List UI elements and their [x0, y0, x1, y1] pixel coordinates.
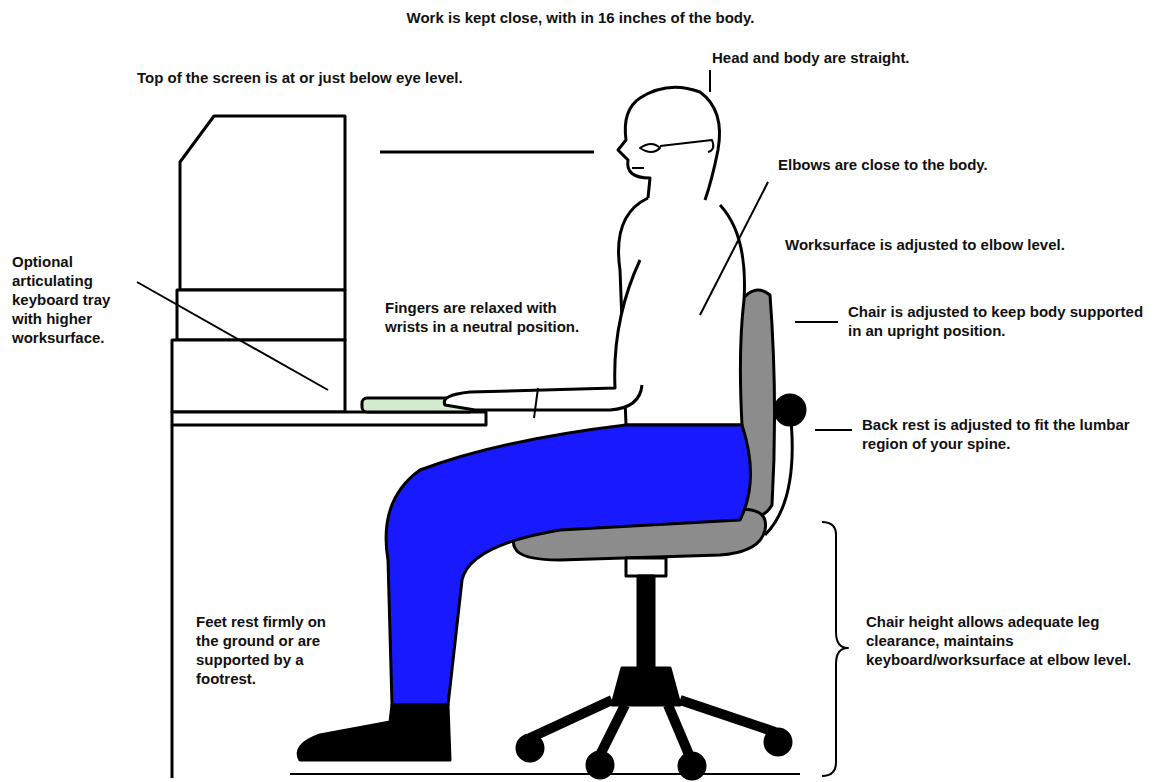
diagram-title: Work is kept close, with in 16 inches of… — [0, 8, 1161, 27]
chair-knob — [775, 395, 805, 425]
pants — [386, 425, 750, 705]
height-bracket — [822, 522, 848, 776]
callout-label: Chair is adjusted to keep body supported… — [848, 302, 1153, 340]
callout-label: Top of the screen is at or just below ey… — [137, 68, 557, 87]
chair-post — [638, 576, 654, 668]
floor-line — [290, 773, 800, 775]
desk-top — [172, 412, 486, 425]
chair-legs — [530, 700, 775, 757]
callout-label: Elbows are close to the body. — [778, 155, 1078, 174]
callout-label: Head and body are straight. — [712, 48, 1012, 67]
callout-label: Chair height allows adequate leg clearan… — [866, 612, 1151, 669]
callout-label: Fingers are relaxed with wrists in a neu… — [385, 298, 585, 336]
chair-wheels — [517, 729, 791, 779]
leader-line — [534, 388, 538, 418]
leader-line — [795, 321, 838, 323]
monitor-stand — [177, 290, 345, 340]
shoe — [298, 705, 450, 760]
glasses — [640, 140, 713, 152]
leader-line — [137, 282, 328, 390]
chair-back-support — [765, 410, 792, 535]
callout-label: Feet rest firmly on the ground or are su… — [196, 612, 346, 688]
monitor — [180, 116, 345, 290]
leader-line — [815, 429, 852, 431]
leader-line — [709, 70, 711, 92]
chair-base — [612, 668, 680, 705]
callout-label: Optional articulating keyboard tray with… — [12, 252, 140, 347]
leader-line — [700, 182, 768, 315]
eye-level-line — [380, 151, 594, 154]
callout-label: Back rest is adjusted to fit the lumbar … — [862, 415, 1152, 453]
mouth — [632, 167, 644, 169]
head — [618, 87, 720, 200]
callout-label: Worksurface is adjusted to elbow level. — [785, 235, 1145, 254]
chair-collar — [626, 558, 666, 576]
desk-leg — [171, 425, 174, 778]
